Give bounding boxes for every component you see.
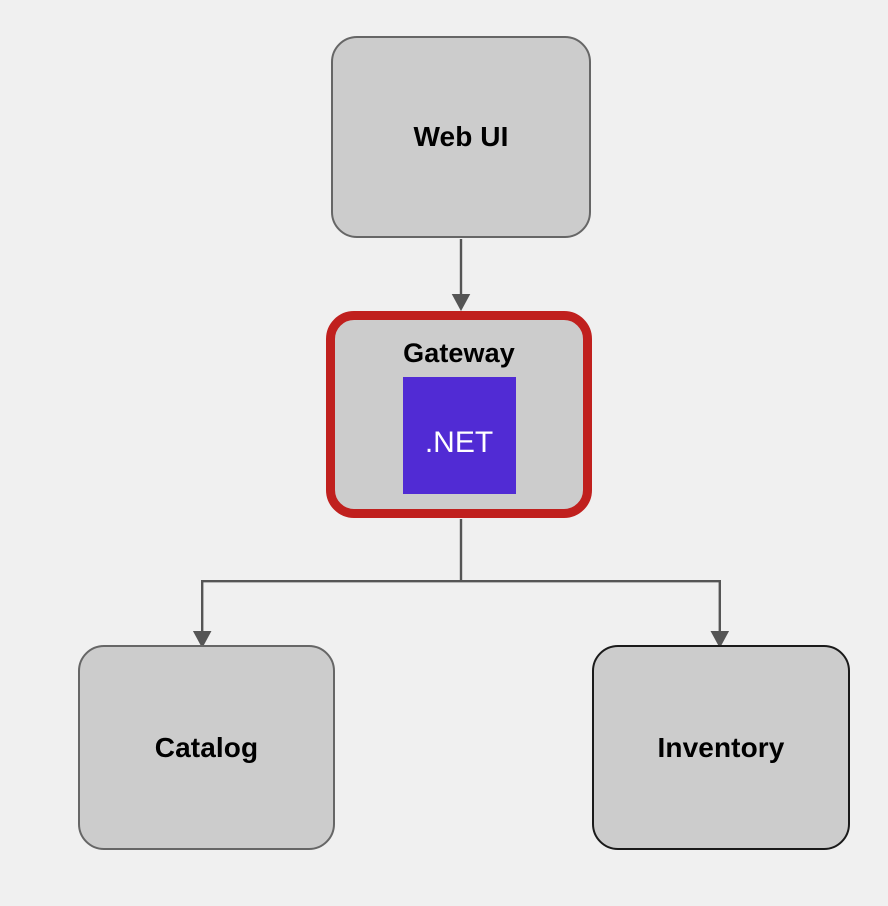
node-catalog[interactable]: Catalog	[78, 645, 335, 850]
node-gateway[interactable]: Gateway .NET	[326, 311, 592, 518]
node-inventory[interactable]: Inventory	[592, 645, 850, 850]
dotnet-badge-icon: .NET	[402, 377, 516, 494]
node-gateway-label: Gateway	[403, 338, 515, 368]
node-web-ui[interactable]: Web UI	[331, 36, 591, 238]
edge-gateway-branch-stem	[201, 519, 721, 583]
node-catalog-label: Catalog	[154, 731, 259, 763]
node-web-ui-label: Web UI	[413, 121, 509, 152]
node-inventory-label: Inventory	[657, 731, 785, 763]
